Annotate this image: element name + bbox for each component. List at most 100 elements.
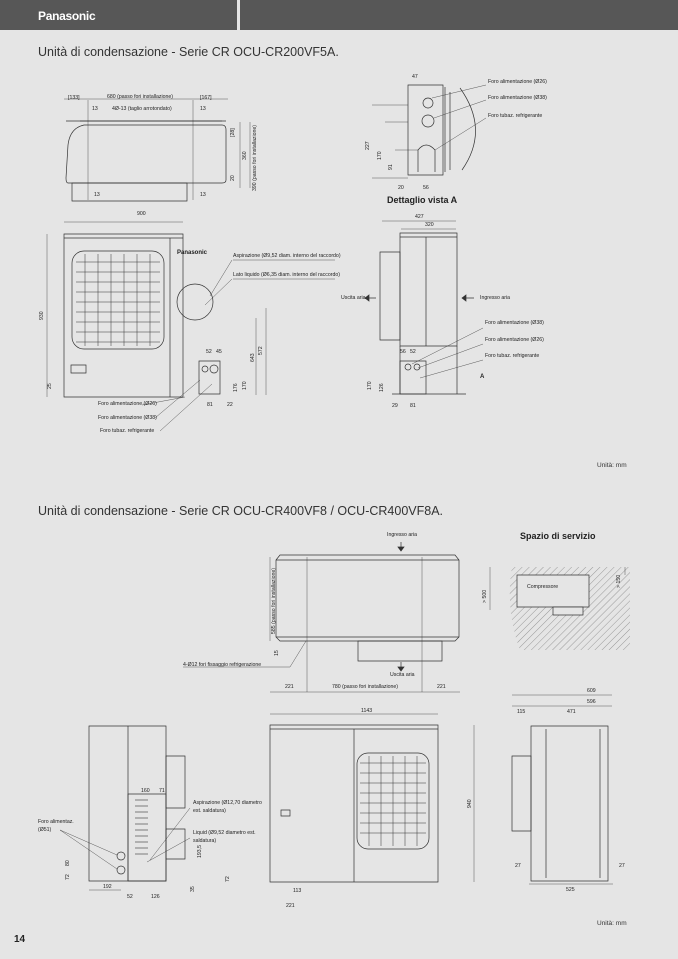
dim-label: 52 bbox=[410, 349, 416, 355]
dim-label: 900 bbox=[137, 211, 146, 217]
service-space-title: Spazio di servizio bbox=[520, 531, 596, 541]
dim-label: 81 bbox=[410, 403, 416, 409]
dim-label: 115 bbox=[517, 709, 526, 715]
dim-label: [133] bbox=[68, 95, 80, 101]
dim-label: 170 bbox=[242, 381, 248, 390]
dim-label: 91 bbox=[388, 164, 394, 170]
s2-top-view-drawing bbox=[183, 542, 460, 692]
dim-label: > 500 bbox=[482, 589, 488, 603]
dim-label: 56 bbox=[400, 349, 406, 355]
s2-side-view-drawing bbox=[512, 695, 613, 884]
dim-label: 572 bbox=[258, 346, 264, 355]
dim-label: 221 bbox=[286, 903, 295, 909]
detail-a-drawing bbox=[372, 85, 486, 178]
s1-top-view-drawing bbox=[64, 99, 250, 201]
dim-label: 29 bbox=[392, 403, 398, 409]
dim-label: 360 bbox=[242, 151, 248, 160]
dim-label: 680 (passo fori installazione) bbox=[107, 94, 174, 100]
dim-label: 609 bbox=[587, 688, 596, 694]
dim-label: 20 bbox=[398, 185, 404, 191]
callout-label: Foro alimentazione (Ø26) bbox=[488, 79, 547, 85]
dim-label: 56 bbox=[423, 185, 429, 191]
callout-label: Foro tubaz. refrigerante bbox=[485, 353, 540, 359]
dim-label: 126 bbox=[379, 383, 385, 392]
dim-label: > 150 bbox=[616, 574, 622, 588]
dim-label: 15 bbox=[274, 650, 280, 656]
dim-label: 13 bbox=[200, 192, 206, 198]
callout-label: Foro alimentazione (Ø38) bbox=[485, 320, 544, 326]
dim-label: 596 bbox=[587, 699, 596, 705]
callout-label: Aspirazione (Ø12,70 diametro bbox=[193, 800, 262, 806]
unit-brand-label: Panasonic bbox=[177, 250, 208, 256]
dim-label: 192 bbox=[103, 884, 112, 890]
dim-label: 221 bbox=[285, 684, 294, 690]
callout-label: saldatura) bbox=[193, 838, 217, 844]
dim-label: [28] bbox=[230, 128, 236, 137]
s2-front-view-drawing bbox=[270, 714, 474, 882]
dim-label: 427 bbox=[415, 214, 424, 220]
callout-label: Foro alimentazione (Ø26) bbox=[485, 337, 544, 343]
dim-label: 193,5 bbox=[197, 845, 203, 858]
dim-label: 525 bbox=[566, 887, 575, 893]
callout-label: Liquid (Ø9,52 diametro est. bbox=[193, 830, 256, 836]
airflow-label: Uscita aria bbox=[390, 672, 415, 678]
dim-label: 13 bbox=[94, 192, 100, 198]
callout-label: 4-Ø12 fori fissaggio refrigerazione bbox=[183, 662, 262, 668]
callout-label: Foro alimentazione (Ø38) bbox=[98, 415, 157, 421]
dim-label: 643 bbox=[250, 353, 256, 362]
dim-label: 81 bbox=[207, 402, 213, 408]
dim-label: 930 bbox=[39, 311, 45, 320]
dim-label: [167] bbox=[200, 95, 212, 101]
airflow-label: Ingresso aria bbox=[387, 532, 417, 538]
callout-label: Aspirazione (Ø9,52 diam. interno del rac… bbox=[233, 253, 341, 259]
dim-label: 80 bbox=[65, 860, 71, 866]
dim-label: 27 bbox=[619, 863, 625, 869]
page-number: 14 bbox=[14, 934, 26, 945]
dim-label: 13 bbox=[92, 106, 98, 112]
s1-side-view-drawing bbox=[365, 221, 483, 394]
page-header: Panasonic bbox=[0, 0, 678, 30]
callout-label: Foro alimentazione (Ø38) bbox=[488, 95, 547, 101]
dim-label: 940 bbox=[467, 799, 473, 808]
service-space-drawing bbox=[490, 567, 630, 650]
header-divider bbox=[237, 0, 240, 30]
dim-label: 780 (passo fori installazione) bbox=[332, 684, 399, 690]
dim-label: 72 bbox=[225, 876, 231, 882]
dim-label: 471 bbox=[567, 709, 576, 715]
dim-label: 160 bbox=[141, 788, 150, 794]
dim-label: 170 bbox=[377, 151, 383, 160]
section2-title: Unità di condensazione - Serie CR OCU-CR… bbox=[38, 504, 444, 518]
dim-label: 585 (passo fori installazione) bbox=[271, 567, 277, 634]
callout-label: Foro tubaz. refrigerante bbox=[488, 113, 543, 119]
airflow-label: Ingresso aria bbox=[480, 295, 510, 301]
callout-label: Foro alimentazione (Ø26) bbox=[98, 401, 157, 407]
dim-label: 126 bbox=[151, 894, 160, 900]
dim-label: 22 bbox=[227, 402, 233, 408]
callout-label: Foro alimentaz. bbox=[38, 819, 74, 825]
view-a-marker: A bbox=[480, 374, 485, 380]
dim-label: 52 bbox=[127, 894, 133, 900]
dim-label: 45 bbox=[216, 349, 222, 355]
dim-label: 20 bbox=[230, 175, 236, 181]
dim-label: 47 bbox=[412, 74, 418, 80]
detail-a-title: Dettaglio vista A bbox=[387, 195, 458, 205]
callout-label: Lato liquido (Ø6,35 diam. interno del ra… bbox=[233, 272, 340, 278]
dim-label: 170 bbox=[367, 381, 373, 390]
callout-label: (Ø51) bbox=[38, 827, 52, 833]
dim-label: 4Ø-13 (taglio arrotondato) bbox=[112, 106, 172, 112]
section1-title: Unità di condensazione - Serie CR OCU-CR… bbox=[38, 45, 339, 59]
compressor-label: Compressore bbox=[527, 584, 559, 590]
brand-logo: Panasonic bbox=[38, 9, 96, 23]
dim-label: 176 bbox=[233, 383, 239, 392]
dim-label: 52 bbox=[206, 349, 212, 355]
dim-label: 71 bbox=[159, 788, 165, 794]
dim-label: 1143 bbox=[361, 708, 373, 714]
callout-label: Foro tubaz. refrigerante bbox=[100, 428, 155, 434]
dim-label: 25 bbox=[47, 383, 53, 389]
dim-label: 221 bbox=[437, 684, 446, 690]
dim-label: 27 bbox=[515, 863, 521, 869]
s1-front-view-drawing bbox=[47, 222, 335, 431]
callout-label: est. saldatura) bbox=[193, 808, 226, 814]
dim-label: 35 bbox=[190, 886, 196, 892]
